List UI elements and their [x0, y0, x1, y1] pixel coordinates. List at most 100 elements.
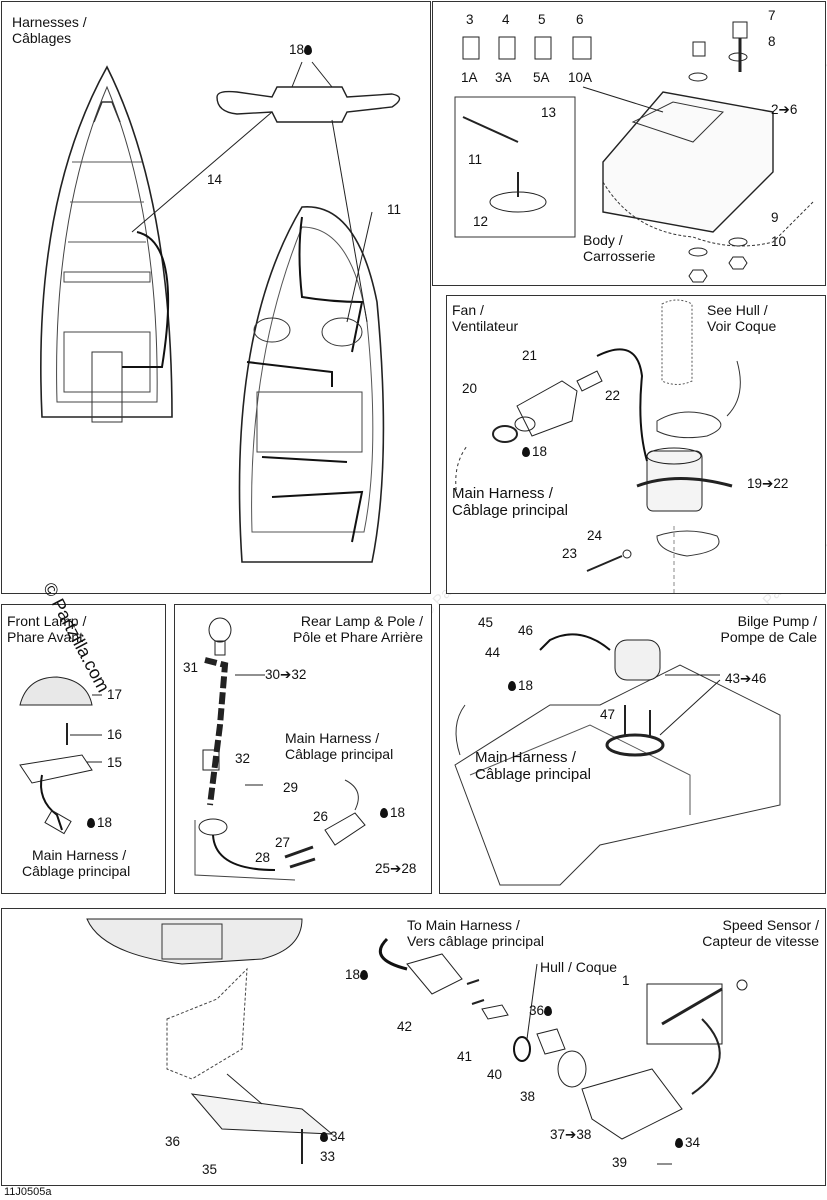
harnesses-illustration: [40, 61, 401, 563]
see-hull-fr: Voir Coque: [707, 318, 777, 334]
callout-25-28: 25➔28: [375, 861, 417, 876]
oil-drop-icon: [675, 1138, 683, 1149]
bilge-pump-illustration: [454, 633, 781, 886]
panel-speed-sensor: Speed Sensor / Capteur de vitesse To Mai…: [1, 908, 826, 1186]
callout-44: 44: [485, 645, 501, 660]
callout-21: 21: [522, 348, 538, 363]
speed-title-en: Speed Sensor /: [722, 917, 819, 933]
fuse-box-illustration: [454, 21, 814, 283]
oil-drop-icon: [360, 970, 369, 981]
fan-title-fr: Ventilateur: [452, 318, 519, 334]
front-lamp-title-en: Front Lamp /: [7, 613, 87, 629]
front-lamp-main-harness-fr: Câblage principal: [22, 863, 131, 879]
callout-15: 15: [107, 755, 123, 770]
callout-22: 22: [605, 388, 621, 403]
callout-12: 12: [473, 214, 489, 229]
callout-31: 31: [183, 660, 199, 675]
speed-title-fr: Capteur de vitesse: [702, 933, 819, 949]
bilge-main-harness-fr: Câblage principal: [475, 766, 591, 783]
rear-lamp-main-harness-fr: Câblage principal: [285, 746, 394, 762]
callout-46: 46: [518, 623, 534, 638]
callout-18: 18: [87, 815, 112, 830]
callout-13: 13: [541, 105, 557, 120]
panel-harnesses: Harnesses / Câblages 18 14 11: [1, 1, 431, 594]
callout-28: 28: [255, 850, 271, 865]
front-lamp-illustration: [19, 676, 102, 835]
callout-34: 34: [675, 1135, 700, 1150]
fuse-callout: 6: [576, 12, 584, 27]
callout-18: 18: [380, 805, 405, 820]
fan-title-en: Fan /: [452, 302, 484, 318]
oil-drop-icon: [304, 45, 313, 56]
callout-43-46: 43➔46: [725, 671, 767, 686]
figure-code: 11J0505a: [4, 1186, 52, 1198]
fuse-rating: 10A: [568, 70, 593, 85]
callout-38: 38: [520, 1089, 536, 1104]
to-main-harness-en: To Main Harness /: [407, 917, 520, 933]
callout-10: 10: [771, 234, 787, 249]
body-label-en: Body /: [583, 232, 623, 248]
panel-front-lamp: Front Lamp / Phare Avant 17 16 15 18 Mai…: [1, 604, 166, 894]
callout-18: 18: [508, 678, 533, 693]
callout-34: 34: [320, 1129, 345, 1144]
callout-37-38: 37➔38: [550, 1127, 592, 1142]
fan-main-harness-en: Main Harness /: [452, 485, 553, 502]
callout-42: 42: [397, 1019, 413, 1034]
fuse-rating: 3A: [495, 70, 512, 85]
to-main-harness-fr: Vers câblage principal: [407, 933, 544, 949]
callout-26: 26: [313, 809, 329, 824]
callout-18: 18: [345, 967, 370, 982]
fan-illustration: [455, 299, 741, 595]
oil-drop-icon: [380, 808, 388, 819]
callout-18: 18: [522, 444, 547, 459]
callout-7: 7: [768, 8, 776, 23]
harnesses-title-fr: Câblages: [12, 30, 72, 46]
callout-33: 33: [320, 1149, 336, 1164]
callout-23: 23: [562, 546, 578, 561]
bilge-main-harness-en: Main Harness /: [475, 749, 576, 766]
panel-rear-lamp: Rear Lamp & Pole / Pôle et Phare Arrière…: [174, 604, 432, 894]
fuse-callout: 5: [538, 12, 546, 27]
callout-8: 8: [768, 34, 776, 49]
callout-36: 36: [529, 1003, 554, 1018]
callout-45: 45: [478, 615, 494, 630]
callout-17: 17: [107, 687, 123, 702]
panel-bilge-pump: Bilge Pump / Pompe de Cale 45 46 44 18 4…: [439, 604, 826, 894]
oil-drop-icon: [87, 818, 95, 829]
callout-35: 35: [202, 1162, 218, 1177]
callout-27: 27: [275, 835, 291, 850]
oil-drop-icon: [508, 681, 516, 692]
callout-11: 11: [387, 202, 402, 217]
panel-fan: Fan / Ventilateur See Hull / Voir Coque …: [446, 295, 826, 595]
callout-36: 36: [165, 1134, 181, 1149]
callout-40: 40: [487, 1067, 503, 1082]
panel-fuses: 3 4 5 6 1A 3A 5A 10A 7 8 13 11 12 2➔6 Bo…: [432, 1, 826, 286]
callout-20: 20: [462, 381, 478, 396]
callout-47: 47: [600, 707, 616, 722]
callout-9: 9: [771, 210, 779, 225]
bilge-title-en: Bilge Pump /: [737, 613, 817, 629]
callout-16: 16: [107, 727, 123, 742]
fuse-callout: 4: [502, 12, 510, 27]
callout-39: 39: [612, 1155, 628, 1170]
rear-lamp-illustration: [194, 617, 366, 881]
callout-18: 18: [289, 42, 314, 57]
rear-lamp-title-fr: Pôle et Phare Arrière: [293, 629, 423, 645]
callout-29: 29: [283, 780, 299, 795]
callout-41: 41: [457, 1049, 473, 1064]
fuse-rating: 1A: [461, 70, 478, 85]
harnesses-title-en: Harnesses /: [12, 14, 87, 30]
rear-lamp-main-harness-en: Main Harness /: [285, 730, 380, 746]
rear-lamp-title-en: Rear Lamp & Pole /: [300, 613, 423, 629]
fuse-rating: 5A: [533, 70, 550, 85]
fan-main-harness-fr: Câblage principal: [452, 502, 568, 519]
fuse-callout: 3: [466, 12, 474, 27]
front-lamp-main-harness-en: Main Harness /: [32, 847, 127, 863]
callout-32: 32: [235, 751, 251, 766]
callout-11b: 11: [468, 152, 483, 167]
callout-30-32: 30➔32: [265, 667, 307, 682]
body-label-fr: Carrosserie: [583, 248, 656, 264]
oil-drop-icon: [522, 447, 530, 458]
callout-19-22: 19➔22: [747, 476, 789, 491]
front-lamp-title-fr: Phare Avant: [7, 629, 84, 645]
